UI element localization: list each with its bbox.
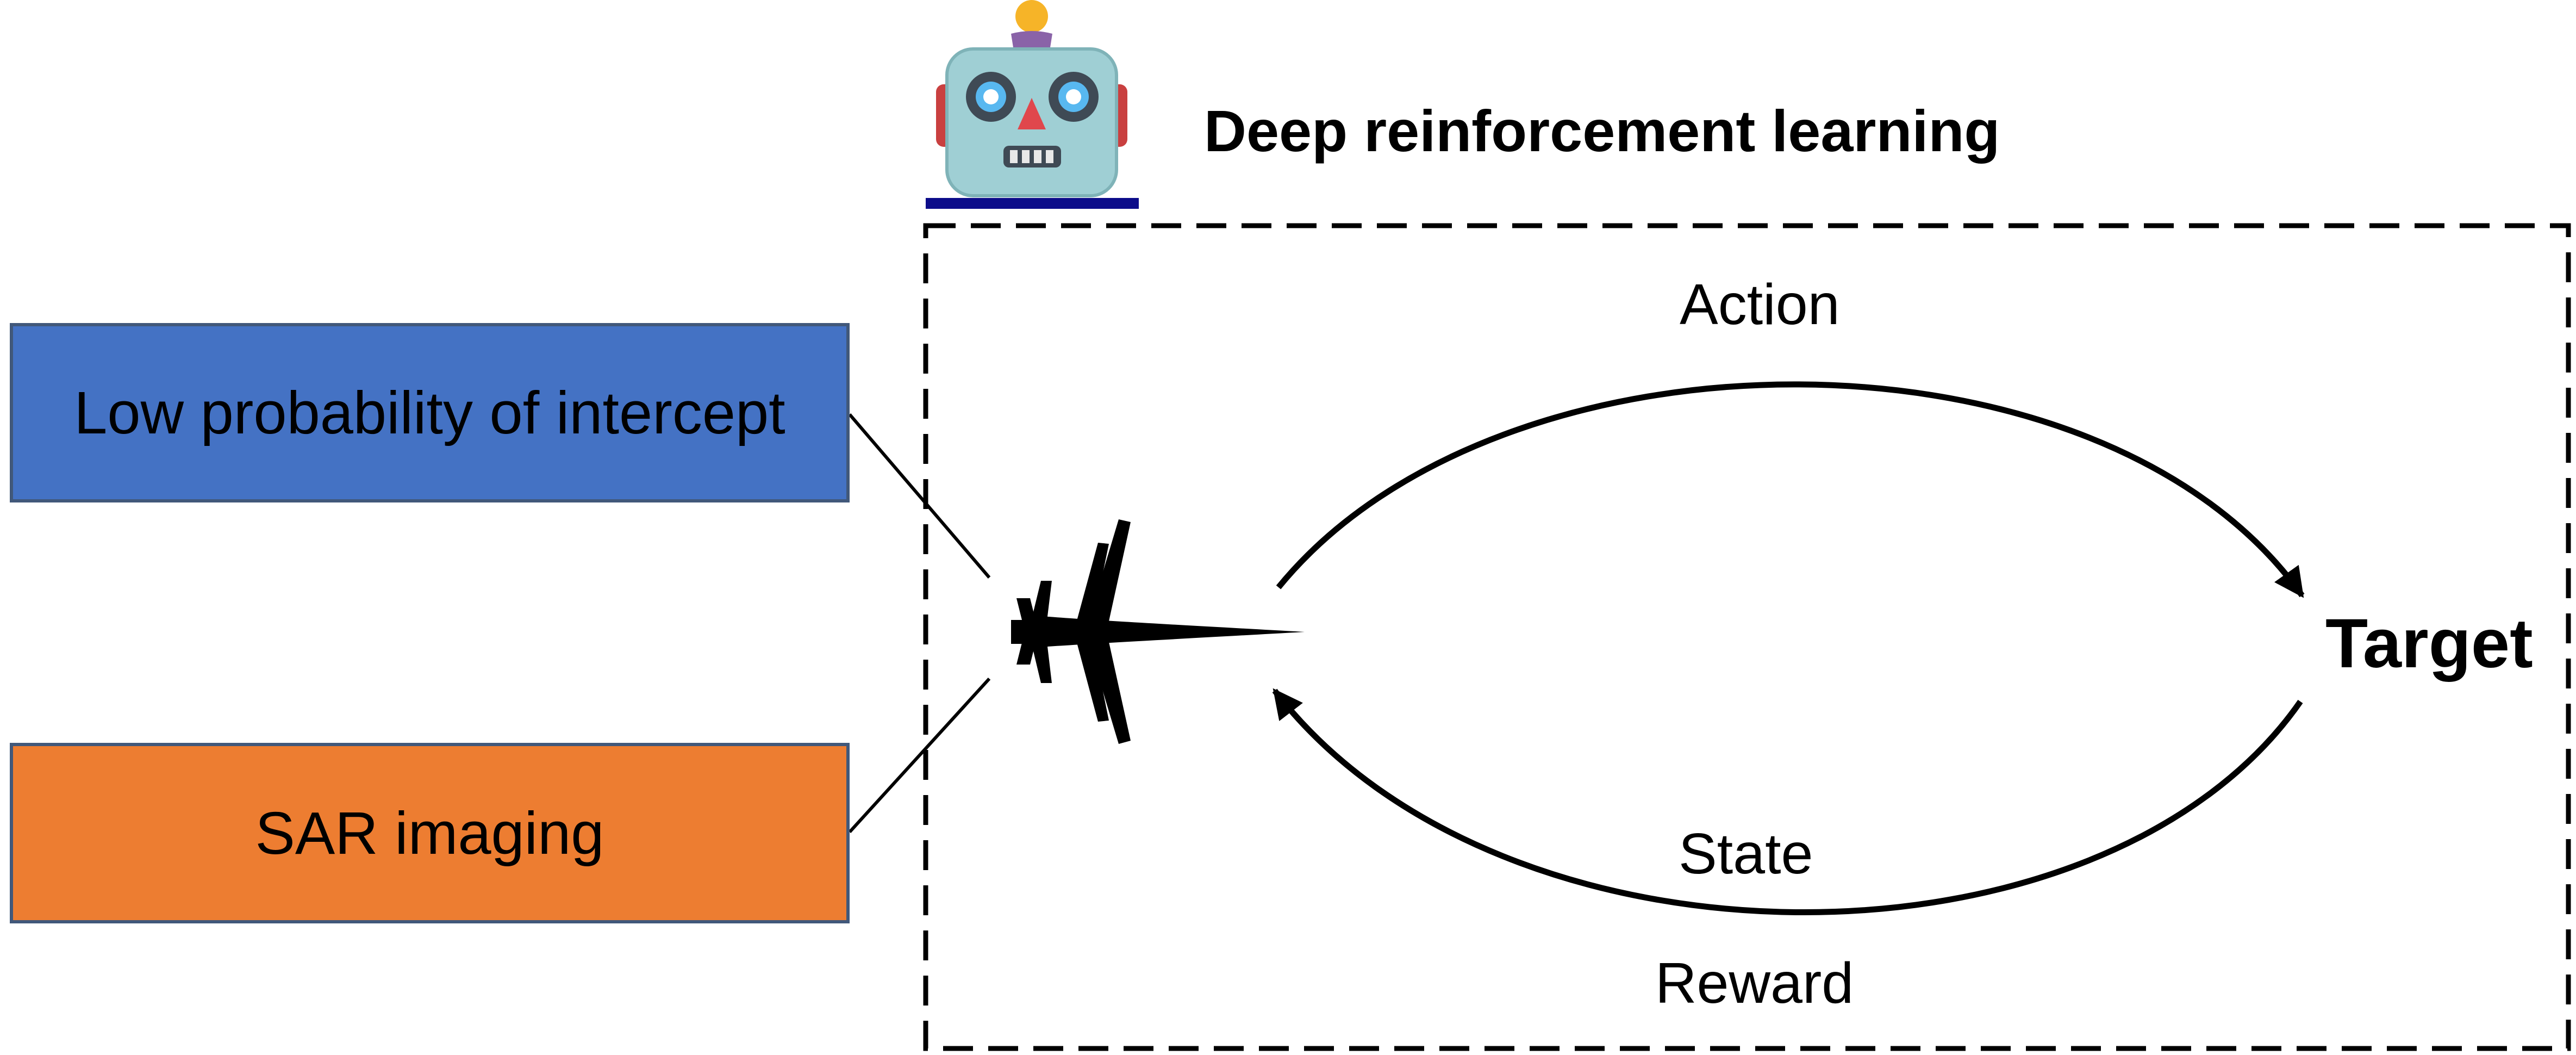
diagram-title: Deep reinforcement learning: [1204, 98, 2000, 164]
state-label: State: [1679, 822, 1813, 886]
state-reward-arrow: [1272, 688, 2303, 915]
target-label: Target: [2325, 605, 2533, 682]
sar-label: SAR imaging: [255, 799, 604, 867]
robot-face-icon: [926, 0, 1139, 209]
lpi-connector: [848, 413, 991, 579]
dashed-boundary: [923, 223, 2571, 1051]
sar-connector: [848, 677, 991, 834]
sar-box: SAR imaging: [10, 743, 850, 923]
action-label: Action: [1680, 272, 1840, 337]
fighter-jet-icon: [1011, 519, 1305, 744]
action-arrow: [1276, 381, 2305, 598]
lpi-box: Low probability of intercept: [10, 323, 850, 502]
reward-label: Reward: [1655, 951, 1854, 1015]
lpi-label: Low probability of intercept: [74, 379, 785, 446]
